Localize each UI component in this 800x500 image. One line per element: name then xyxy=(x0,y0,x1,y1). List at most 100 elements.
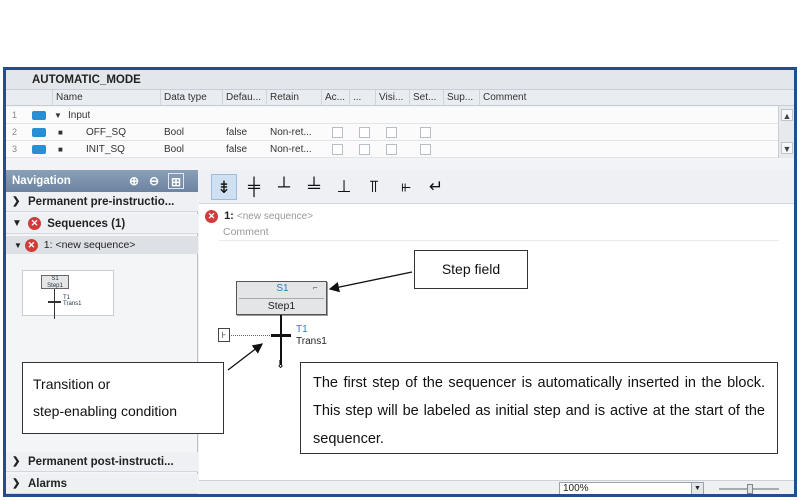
setpoint-checkbox[interactable] xyxy=(420,127,431,138)
editor-status-bar: 100% ▼ xyxy=(199,480,794,494)
nav-permanent-post-label: Permanent post-instructi... xyxy=(28,456,174,468)
row-default[interactable]: false xyxy=(226,127,248,138)
transition-callout: Transition or step-enabling condition xyxy=(22,362,224,434)
navigation-header: Navigation ⊕ ⊖ ⊞ xyxy=(6,170,198,192)
transition-name[interactable]: Trans1 xyxy=(296,336,327,347)
step-field-callout: Step field xyxy=(414,250,528,289)
accessible-checkbox[interactable] xyxy=(332,144,343,155)
transition-condition-line xyxy=(227,335,272,336)
thumb-transition-label: T1 Trans1 xyxy=(63,295,81,307)
transition-callout-line1: Transition or xyxy=(33,376,111,392)
scroll-up-icon[interactable]: ▲ xyxy=(781,109,793,121)
zoom-out-icon[interactable]: ⊖ xyxy=(148,174,160,188)
sequence-comment[interactable]: Comment xyxy=(223,226,269,238)
nav-permanent-pre[interactable]: ❯ Permanent pre-instructio... xyxy=(6,192,198,212)
sequence-thumbnail[interactable]: S1 Step1 T1 Trans1 xyxy=(22,270,114,319)
row-retain[interactable]: Non-ret... xyxy=(270,144,312,155)
thumb-step-name: Step1 xyxy=(47,282,63,289)
interface-row-init-sq[interactable]: 3 ■ INIT_SQ Bool false Non-ret... xyxy=(6,141,794,158)
interface-row-off-sq[interactable]: 2 ■ OFF_SQ Bool false Non-ret... xyxy=(6,124,794,141)
row-default[interactable]: false xyxy=(226,144,248,155)
nav-permanent-pre-label: Permanent pre-instructio... xyxy=(28,196,175,208)
insert-step-icon[interactable]: ╪ xyxy=(247,177,261,196)
step-number: S1 xyxy=(276,283,289,294)
step-name[interactable]: Step1 xyxy=(239,298,324,313)
block-title: AUTOMATIC_MODE xyxy=(6,70,794,90)
transition-bar[interactable] xyxy=(271,334,291,337)
error-icon: ✕ xyxy=(28,217,41,231)
col-data-type[interactable]: Data type xyxy=(160,90,222,106)
interface-header: Name Data type Defau... Retain Ac... ...… xyxy=(6,90,794,106)
thumb-trans-num: T1 xyxy=(63,295,71,301)
step-field[interactable]: S1 ⌐ Step1 xyxy=(236,281,327,315)
interface-scrollbar[interactable]: ▲ ▼ xyxy=(778,106,794,158)
col-name[interactable]: Name xyxy=(52,90,160,106)
scroll-down-icon[interactable]: ▼ xyxy=(781,142,793,154)
input-port-icon xyxy=(32,145,46,154)
insert-alt-branch-icon[interactable]: ⫪ xyxy=(369,177,379,196)
error-icon: ✕ xyxy=(24,238,38,252)
navigation-panel: Navigation ⊕ ⊖ ⊞ ❯ Permanent pre-instruc… xyxy=(6,170,198,494)
insert-sim-branch-icon[interactable]: ⫦ xyxy=(401,177,411,196)
row-number: 1 xyxy=(12,110,18,120)
row-data-type[interactable]: Bool xyxy=(164,127,185,138)
first-step-callout: The first step of the sequencer is autom… xyxy=(300,362,778,454)
nav-sequences[interactable]: ▼ ✕ Sequences (1) xyxy=(6,214,198,234)
nav-permanent-post[interactable]: ❯ Permanent post-instructi... xyxy=(6,452,198,472)
accessible-checkbox[interactable] xyxy=(332,127,343,138)
writable-checkbox[interactable] xyxy=(359,127,370,138)
zoom-slider-knob[interactable] xyxy=(747,484,753,494)
row-number: 3 xyxy=(12,144,18,154)
thumb-transition-bar xyxy=(48,301,61,303)
sequence-name[interactable]: <new sequence> xyxy=(236,211,314,222)
insert-jump-icon[interactable]: ╧ xyxy=(307,177,321,196)
close-branch-icon[interactable]: ↵ xyxy=(428,177,444,196)
col-retain[interactable]: Retain xyxy=(266,90,321,106)
transition-condition-icon[interactable]: ⊦ xyxy=(218,328,230,342)
writable-checkbox[interactable] xyxy=(359,144,370,155)
row-name[interactable]: INIT_SQ xyxy=(86,144,125,155)
dropdown-arrow-icon[interactable]: ▼ xyxy=(691,483,703,494)
col-default[interactable]: Defau... xyxy=(222,90,266,106)
collapse-chevron-icon[interactable]: ▼ xyxy=(12,218,22,229)
col-writable[interactable]: ... xyxy=(349,90,375,106)
insert-branch-icon[interactable]: ⊥ xyxy=(336,177,352,196)
nav-alarms-label: Alarms xyxy=(28,478,67,490)
visible-checkbox[interactable] xyxy=(386,127,397,138)
interface-row-input[interactable]: 1 ▼ Input xyxy=(6,107,794,124)
col-supervision[interactable]: Sup... xyxy=(443,90,479,106)
sequence-header: ✕ 1: <new sequence> xyxy=(205,208,313,225)
expand-chevron-icon[interactable]: ❯ xyxy=(12,456,21,467)
sequence-end-arrow-icon: ⇓ xyxy=(276,359,286,371)
row-data-type[interactable]: Bool xyxy=(164,144,185,155)
sequence-number: 1: xyxy=(224,210,234,222)
zoom-in-icon[interactable]: ⊕ xyxy=(128,174,140,188)
error-icon: ✕ xyxy=(205,209,218,223)
input-port-icon xyxy=(32,111,46,120)
col-setpoint[interactable]: Set... xyxy=(409,90,443,106)
insert-step-transition-icon[interactable]: ⇟ xyxy=(211,174,237,200)
thumb-step: S1 Step1 xyxy=(41,275,69,289)
zoom-slider[interactable] xyxy=(719,484,779,494)
collapse-triangle-icon[interactable]: ▼ xyxy=(14,241,22,250)
row-name[interactable]: Input xyxy=(68,110,91,121)
nav-sequence-item[interactable]: ▼ ✕ 1: <new sequence> xyxy=(6,236,198,254)
visible-checkbox[interactable] xyxy=(386,144,397,155)
insert-transition-icon[interactable]: ┴ xyxy=(277,177,291,196)
row-retain[interactable]: Non-ret... xyxy=(270,127,312,138)
expand-triangle-icon[interactable]: ▼ xyxy=(54,111,62,120)
graph-toolbar: ⇟ ╪ ┴ ╧ ⊥ ⫪ ⫦ ↵ xyxy=(199,170,794,204)
nav-alarms[interactable]: ❯ Alarms xyxy=(6,474,198,494)
expand-chevron-icon[interactable]: ❯ xyxy=(12,478,21,489)
col-comment[interactable]: Comment xyxy=(479,90,741,106)
sequence-line xyxy=(280,315,282,365)
input-port-icon xyxy=(32,128,46,137)
zoom-select[interactable]: 100% ▼ xyxy=(559,482,704,494)
fit-view-icon[interactable]: ⊞ xyxy=(168,173,184,189)
expand-chevron-icon[interactable]: ❯ xyxy=(12,196,21,207)
col-visible[interactable]: Visi... xyxy=(375,90,409,106)
row-name[interactable]: OFF_SQ xyxy=(86,127,127,138)
navigation-title: Navigation xyxy=(12,175,71,187)
setpoint-checkbox[interactable] xyxy=(420,144,431,155)
col-accessible[interactable]: Ac... xyxy=(321,90,349,106)
